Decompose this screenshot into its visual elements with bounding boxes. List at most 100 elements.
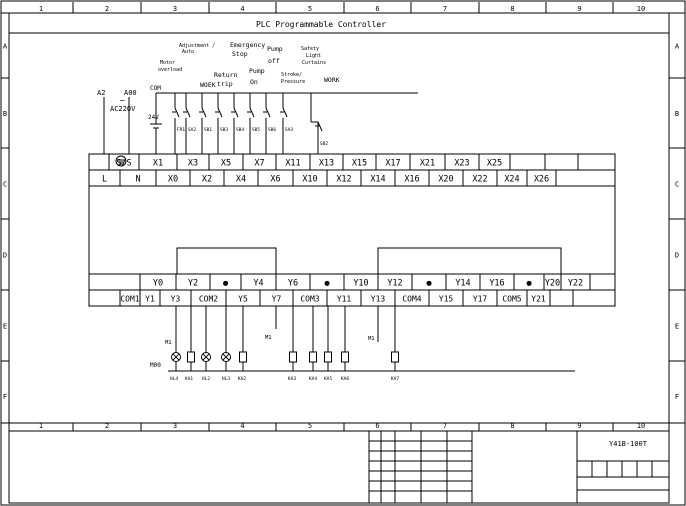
terminal-Y4-3: Y4: [253, 279, 263, 289]
switch-sb5-icon: [249, 107, 255, 118]
work-label-1: WOEK: [200, 81, 216, 89]
terminal-X4-4: X4: [236, 175, 246, 185]
terminal-X11-5: X11: [285, 159, 300, 169]
terminal-X0-2: X0: [168, 175, 178, 185]
grid-col-9: 9: [577, 422, 581, 430]
grid-col-6: 6: [375, 5, 379, 13]
grid-col-10: 10: [637, 422, 645, 430]
relay-ka4-icon: [309, 351, 317, 363]
switch-sb3-icon: [217, 107, 223, 118]
terminal-COM5-12: COM5: [502, 295, 521, 304]
emergency-stop-l1: Emergency: [230, 41, 265, 49]
terminal-X13-6: X13: [319, 159, 334, 169]
terminal--2: ●: [223, 279, 229, 289]
safety-light-l3: Curtains: [302, 60, 326, 66]
safety-light-l2: Light: [306, 53, 321, 59]
grid-col-10: 10: [637, 5, 645, 13]
grid-col-3: 3: [173, 422, 177, 430]
grid-col-9: 9: [577, 5, 581, 13]
switch-fr1-icon: [174, 107, 180, 118]
terminal-X5-3: X5: [221, 159, 231, 169]
m00-label: M00: [150, 362, 161, 369]
grid-col-6: 6: [375, 422, 379, 430]
terminal-X6-5: X6: [270, 175, 280, 185]
label-24v: 24V: [148, 114, 159, 121]
relay-ka1-icon: [187, 351, 195, 363]
terminal-Y13-8: Y13: [371, 295, 386, 304]
motor-overload-l1: Motor: [160, 60, 175, 66]
pump-on-l1: Pump: [249, 67, 265, 75]
return-trip-l2: trip: [217, 80, 233, 88]
device-label-ka3: KA3: [288, 376, 296, 382]
terminal-X1-1: X1: [153, 159, 163, 169]
terminal-Y2-1: Y2: [188, 279, 198, 289]
switch-label-sb6: SB6: [268, 127, 276, 133]
switch-sb4-icon: [233, 107, 239, 118]
grid-row-left-D: D: [3, 252, 7, 260]
terminal-Y1-1: Y1: [145, 295, 155, 304]
terminal-X22-11: X22: [472, 175, 487, 185]
device-label-ka2: KA2: [238, 376, 246, 382]
return-trip-l1: Return: [214, 71, 238, 79]
grid-col-3: 3: [173, 5, 177, 13]
terminal-Y7-5: Y7: [272, 295, 282, 304]
grid-row-left-C: C: [3, 181, 7, 189]
switch-label-sb5: SB5: [252, 127, 260, 133]
terminal-X21-9: X21: [420, 159, 435, 169]
terminal-X14-8: X14: [370, 175, 385, 185]
terminal-COM2-3: COM2: [199, 295, 218, 304]
ac-wave-symbol: ∽: [120, 96, 125, 105]
m1-label-1: M1: [165, 340, 172, 346]
grid-col-8: 8: [510, 5, 514, 13]
switch-sb2-icon: [317, 121, 323, 132]
plc-internal-line-2: [377, 247, 562, 274]
terminal--11: ●: [526, 279, 532, 289]
grid-col-2: 2: [105, 422, 109, 430]
relay-ka6-icon: [341, 351, 349, 363]
terminal-X20-10: X20: [438, 175, 453, 185]
out-top-frame: [88, 273, 616, 291]
grid-col-4: 4: [240, 5, 244, 13]
label-com: COM: [150, 85, 161, 92]
label-a00: A00: [124, 89, 137, 97]
grid-col-2: 2: [105, 5, 109, 13]
output-devices: [171, 351, 399, 371]
switch-label-sb4: SB4: [236, 127, 244, 133]
device-label-ka5: KA5: [324, 376, 332, 382]
safety-light-l1: Safety: [301, 46, 319, 52]
device-label-ka7: KA7: [391, 376, 399, 382]
device-label-hl2: HL2: [202, 376, 210, 382]
lamp-hl2-icon: [201, 352, 211, 362]
terminal-COM1-0: COM1: [120, 295, 139, 304]
pump-off-l1: Pump: [267, 45, 283, 53]
terminal-Y22-13: Y22: [568, 279, 583, 289]
drawing-number: Y41B-100T: [609, 440, 648, 448]
lamp-hl3-cross: [222, 353, 230, 361]
terminal-Y10-6: Y10: [353, 279, 368, 289]
terminal--5: ●: [324, 279, 330, 289]
terminal-X26-13: X26: [534, 175, 549, 185]
grid-row-right-C: C: [675, 181, 679, 189]
terminal-Y14-9: Y14: [455, 279, 470, 289]
grid-row-left-B: B: [3, 110, 7, 118]
switch-label-sb1: SB1: [204, 127, 212, 133]
device-label-ka6: KA6: [341, 376, 349, 382]
terminal-Y21-13: Y21: [531, 295, 546, 304]
input-callouts-large: Emergency Stop Pump off Return trip Pump…: [200, 41, 340, 89]
terminal-COM4-9: COM4: [402, 295, 421, 304]
work-label-2: WORK: [324, 76, 340, 84]
input-callouts: Motor overload Adjustment / Auto Safety …: [158, 43, 326, 85]
label-a2: A2: [97, 89, 105, 97]
switch-label-sa3: SA3: [285, 127, 293, 133]
terminal-N-1: N: [135, 175, 140, 185]
switch-sa3-icon: [282, 107, 288, 118]
pump-off-l2: off: [268, 57, 280, 65]
label-ac220v: AC220V: [110, 105, 136, 113]
device-label-hl3: HL3: [222, 376, 230, 382]
switch-label-sb3: SB3: [220, 127, 228, 133]
grid-col-5: 5: [308, 422, 312, 430]
terminal-Y0-0: Y0: [153, 279, 163, 289]
